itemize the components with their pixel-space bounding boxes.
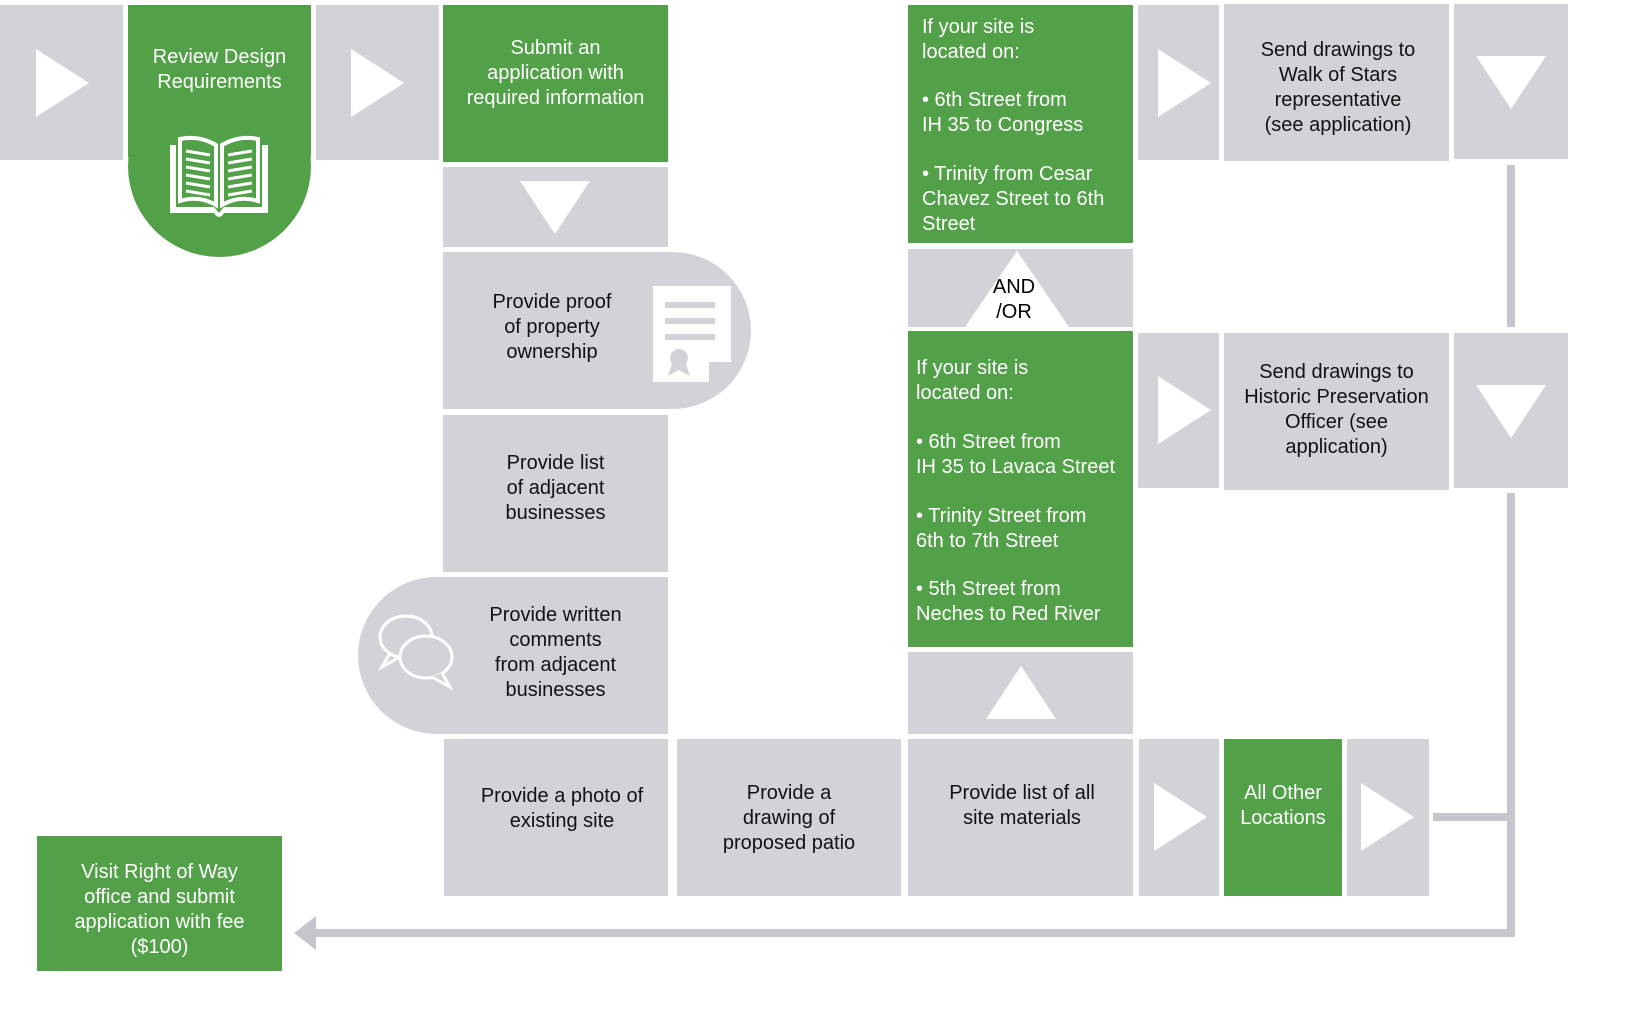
play-arrow-icon (36, 49, 89, 117)
submit-application-label: Submit an application with required info… (466, 37, 645, 109)
historic-item-3: • 5th Street from Neches to Red River (916, 578, 1101, 625)
walk-of-stars-condition-box (908, 5, 1133, 243)
down-arrow-tile (443, 167, 668, 247)
and-or-label: AND /OR (992, 276, 1036, 323)
drawing-patio-box (677, 739, 901, 896)
historic-heading: If your site is located on: (916, 357, 1029, 404)
historic-item-2: • Trinity Street from 6th to 7th Street (916, 505, 1087, 552)
written-comments-label: Provide written comments from adjacent b… (489, 604, 622, 701)
proof-ownership-label: Provide proof of property ownership (492, 291, 612, 363)
adjacent-businesses-label: Provide list of adjacent businesses (505, 452, 606, 524)
play-arrow-icon (1361, 783, 1414, 851)
historic-action-label: Send drawings to Historic Preservation O… (1244, 361, 1429, 458)
walk-item-2: • Trinity from Cesar Chavez Street to 6t… (922, 163, 1105, 235)
play-arrow-icon (1158, 376, 1211, 444)
site-materials-label: Provide list of all site materials (949, 782, 1095, 829)
walk-of-stars-action-box (1224, 4, 1449, 161)
start-arrow-tile (0, 5, 123, 160)
left-arrowhead-icon (294, 916, 316, 950)
arrow-tile-walk (1138, 5, 1219, 160)
visit-row-office-box (37, 836, 282, 971)
and-or-tile: AND /OR (908, 249, 1133, 327)
play-arrow-icon (1158, 49, 1211, 117)
connector-bottom-horizontal (312, 929, 1515, 937)
site-materials-box (908, 739, 1133, 896)
connector-walk-vertical (1507, 165, 1515, 327)
arrow-tile-bottom-2 (1347, 739, 1429, 896)
book-circle (128, 75, 311, 257)
photo-existing-label: Provide a photo of existing site (480, 785, 644, 832)
speech-bubbles-icon (378, 614, 454, 691)
historic-item-1: • 6th Street from IH 35 to Lavaca Street (916, 431, 1116, 478)
review-design-label: Review Design Requirements (152, 46, 287, 93)
adjacent-businesses-box (443, 415, 668, 572)
up-arrow-icon (965, 251, 1069, 327)
certificate-icon (653, 286, 731, 382)
all-other-locations-label: All Other Locations (1240, 782, 1326, 829)
play-arrow-icon (351, 49, 404, 117)
up-arrow-icon (986, 666, 1056, 719)
connector-other-horizontal (1433, 813, 1511, 821)
submit-application-box (443, 5, 668, 162)
visit-row-office-label: Visit Right of Way office and submit app… (74, 861, 245, 958)
historic-condition-box (908, 331, 1133, 647)
arrow-tile-historic (1138, 333, 1219, 488)
proof-ownership-box (443, 252, 751, 409)
down-arrow-icon (520, 181, 590, 234)
up-arrow-tile (908, 652, 1133, 734)
written-comments-box (358, 577, 668, 734)
drawing-patio-label: Provide a drawing of proposed patio (722, 782, 856, 854)
walk-item-1: • 6th Street from IH 35 to Congress (922, 89, 1084, 136)
down-arrow-icon (1476, 385, 1546, 438)
historic-action-box (1224, 333, 1449, 490)
play-arrow-icon (1154, 783, 1207, 851)
arrow-tile-2 (316, 5, 439, 160)
down-arrow-icon (1476, 56, 1546, 109)
down-arrow-tile-walk (1454, 4, 1568, 159)
connector-historic-vertical (1507, 493, 1515, 937)
walk-of-stars-action-label: Send drawings to Walk of Stars represent… (1260, 39, 1416, 136)
all-other-locations-box (1224, 739, 1342, 896)
book-icon (170, 135, 268, 217)
down-arrow-tile-historic (1454, 333, 1568, 488)
photo-existing-box (444, 739, 668, 896)
walk-heading: If your site is located on: (922, 16, 1035, 63)
arrow-tile-bottom-1 (1139, 739, 1219, 896)
